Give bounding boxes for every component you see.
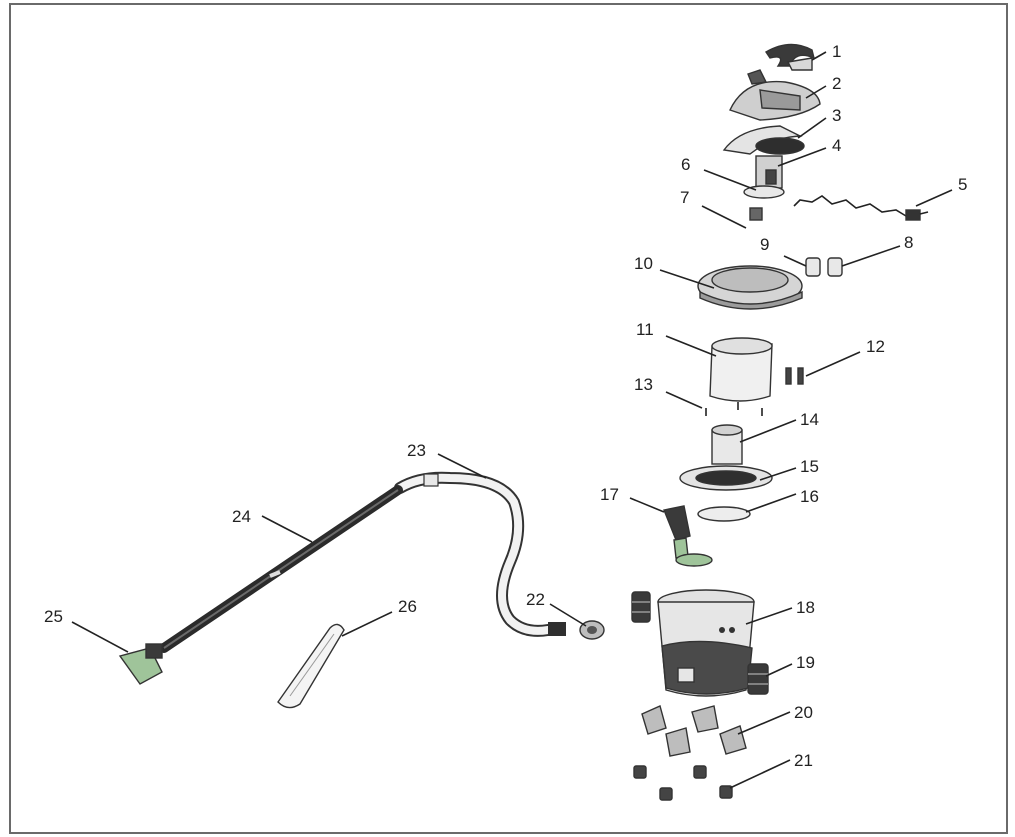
part-label-2: 2 [832,74,841,93]
part-label-17: 17 [600,485,619,504]
part-label-25: 25 [44,607,63,626]
part-15-filter-plate [679,465,773,491]
part-25-floor-brush [118,643,163,685]
part-4-motor [755,155,783,189]
part-label-7: 7 [680,188,689,207]
part-label-24: 24 [232,507,251,526]
part-3-switch-plate [722,125,805,155]
part-26-crevice-tool [277,623,345,709]
part-13-screws [705,402,763,416]
part-label-19: 19 [796,653,815,672]
part-5-power-cord [793,195,929,221]
part-18-tank [657,589,755,697]
part-16-seal [697,506,751,522]
part-label-16: 16 [800,487,819,506]
part-label-12: 12 [866,337,885,356]
part-12-latches [785,367,804,385]
part-label-22: 22 [526,590,545,609]
part-20-caster-mounts [641,705,747,757]
part-label-6: 6 [681,155,690,174]
part-label-15: 15 [800,457,819,476]
leader-lines [71,51,953,789]
part-1-handle [765,43,816,71]
part-label-18: 18 [796,598,815,617]
part-18-side-spring [631,591,651,623]
part-19-spring [747,663,769,695]
part-label-8: 8 [904,233,913,252]
part-label-3: 3 [832,106,841,125]
part-14-filter [711,424,743,465]
part-label-14: 14 [800,410,819,429]
part-10-lid [697,265,803,310]
diagram-frame [9,3,1008,834]
part-label-1: 1 [832,42,841,61]
part-21-casters [633,765,733,801]
part-24-extension-wand [159,485,403,653]
part-label-23: 23 [407,441,426,460]
part-8-9-clips [805,257,843,277]
part-11-filter-housing [709,337,773,402]
part-label-13: 13 [634,375,653,394]
part-label-5: 5 [958,175,967,194]
part-label-26: 26 [398,597,417,616]
part-labels: 1 2 3 4 5 6 7 8 9 10 11 12 13 14 15 16 1… [44,42,967,770]
part-label-20: 20 [794,703,813,722]
part-label-9: 9 [760,235,769,254]
part-23-hose [394,471,566,637]
part-7-screw [701,205,763,229]
part-2-motor-cover [729,69,821,121]
part-label-11: 11 [636,320,654,339]
part-label-10: 10 [634,254,653,273]
part-label-4: 4 [832,136,841,155]
part-17-inlet-adapter [663,505,713,567]
part-label-21: 21 [794,751,813,770]
